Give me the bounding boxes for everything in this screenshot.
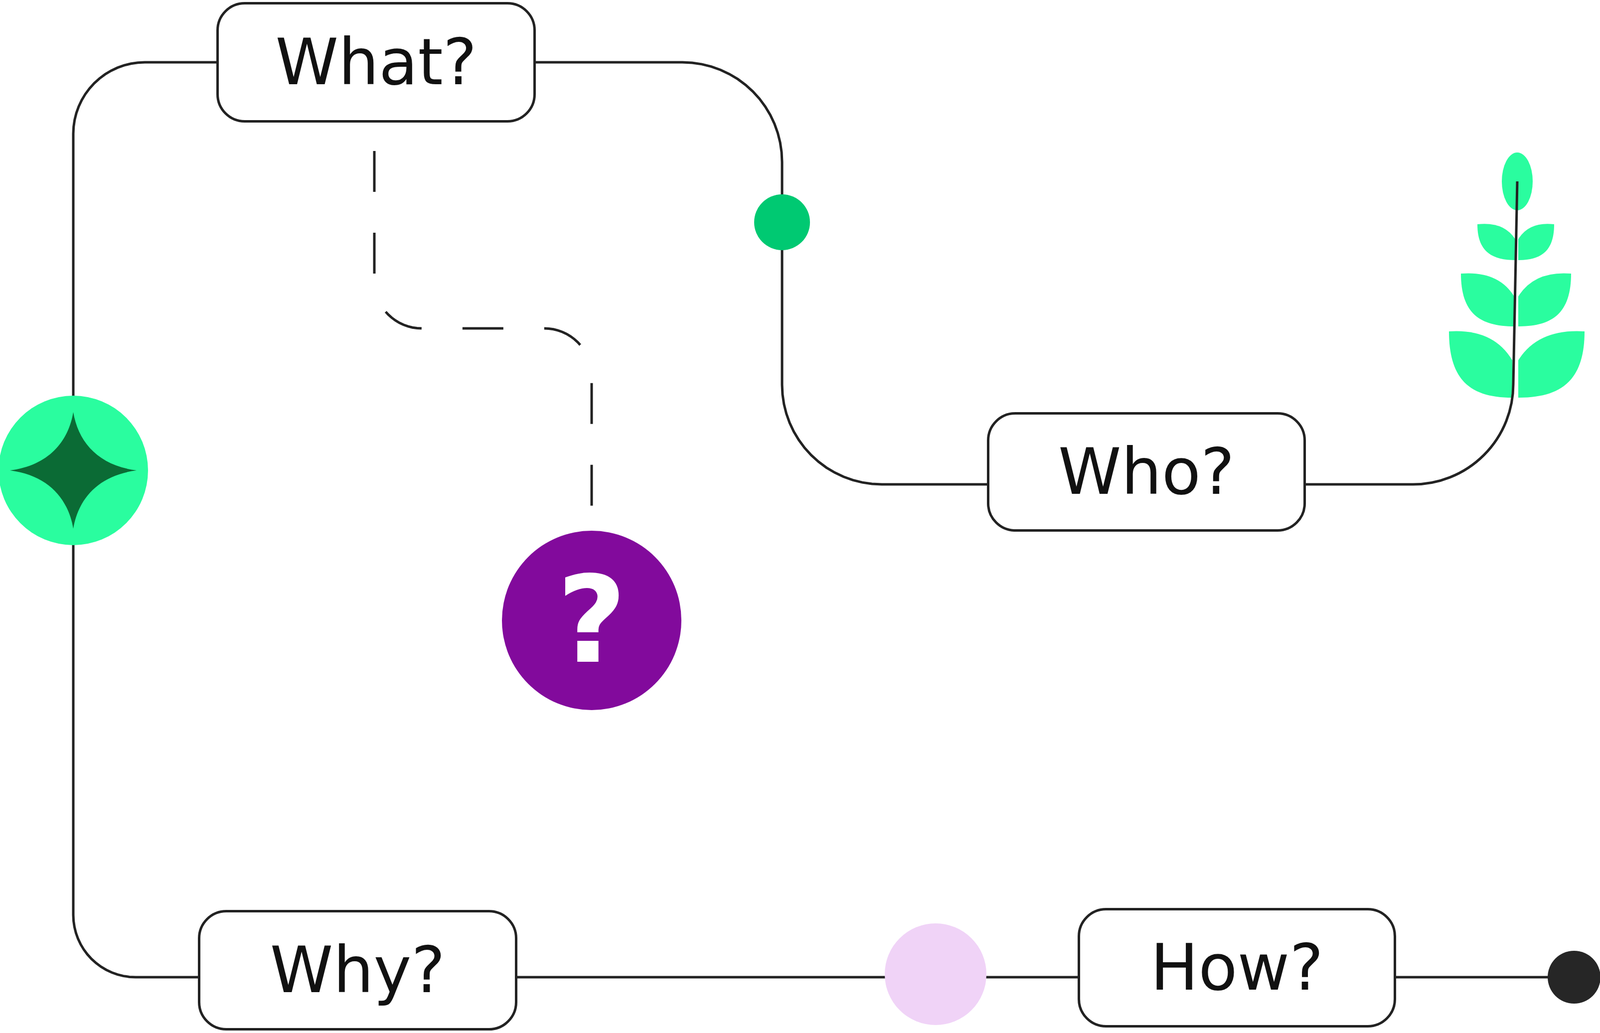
plant-leaf <box>1477 223 1516 261</box>
green-dot <box>754 194 810 251</box>
plant-stem-line <box>1305 181 1518 485</box>
dashed-connector <box>374 122 592 531</box>
question-box: What? <box>216 1 536 123</box>
connector-line <box>517 976 1078 979</box>
decorations <box>0 152 1600 1026</box>
sparkle-star <box>9 412 137 529</box>
tail-line <box>1396 976 1575 979</box>
plant-leaf <box>1448 330 1513 398</box>
question-box: Who? <box>986 412 1306 532</box>
plant-leaf <box>1518 330 1585 398</box>
pink-dot <box>884 923 987 1026</box>
connector-line <box>535 62 987 485</box>
node-label: What? <box>275 30 477 95</box>
star-badge <box>0 395 149 546</box>
connector-layer <box>73 62 1078 978</box>
plant-leaf <box>1460 273 1515 327</box>
node-label: How? <box>1150 936 1324 1000</box>
question-box: How? <box>1077 908 1397 1028</box>
node-label: Who? <box>1058 440 1235 504</box>
end-dot <box>1547 951 1600 1004</box>
plant-leaf <box>1518 223 1555 261</box>
plant-leaf <box>1518 273 1572 327</box>
node-label: ? <box>556 560 627 681</box>
plant-illustration <box>1305 152 1585 485</box>
question-box: Why? <box>197 910 518 1031</box>
node-label: Why? <box>270 938 446 1003</box>
circle-fill <box>501 530 682 711</box>
question-circle: ? <box>501 530 682 711</box>
